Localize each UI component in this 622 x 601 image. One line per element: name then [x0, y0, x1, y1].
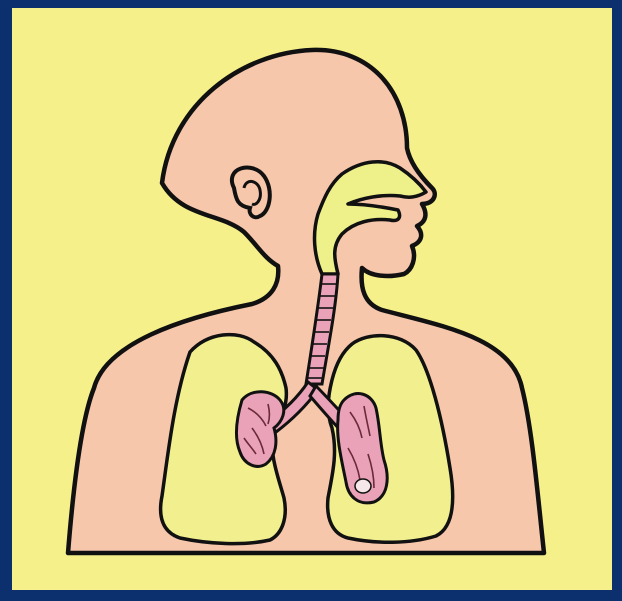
respiratory-system-diagram [12, 8, 612, 590]
right-alveoli-icon [355, 479, 371, 493]
diagram-panel [12, 8, 612, 590]
body-silhouette [68, 50, 544, 553]
